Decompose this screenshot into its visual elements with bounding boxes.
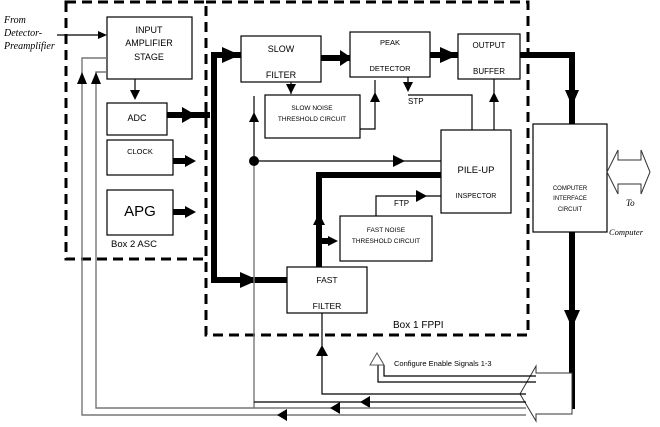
stp-line: [408, 94, 473, 130]
computer-interface-line1: COMPUTER: [553, 186, 588, 192]
arrow-icon: [489, 92, 499, 102]
input-source-line2: Detector-: [3, 28, 42, 39]
slow-noise-line1: SLOW NOISE: [291, 105, 333, 112]
enable-line-1: [321, 313, 526, 395]
apg-label: APG: [124, 203, 156, 220]
configure-line-a: [377, 365, 536, 383]
fast-to-pileup-bus: [316, 172, 441, 267]
slow-filter-line2: FILTER: [266, 70, 297, 80]
arrow-icon: [416, 190, 427, 202]
input-source-line3: Preamplifier: [3, 41, 55, 52]
arrow-icon: [403, 82, 413, 92]
slow-filter-line1: SLOW: [268, 44, 295, 54]
pile-up-inspector-box: [440, 129, 512, 214]
arrow-icon: [240, 272, 258, 288]
arrow-icon: [77, 72, 87, 84]
input-amplifier-line1: INPUT: [136, 25, 164, 35]
arrow-icon: [564, 310, 580, 328]
fast-noise-box: [339, 215, 433, 262]
arrow-icon: [328, 236, 338, 246]
input-amplifier-box: [106, 16, 193, 80]
apg-box: [106, 189, 174, 236]
pile-up-line2: INSPECTOR: [456, 193, 497, 200]
box2-boundary: [64, 0, 208, 261]
arrow-icon: [185, 206, 196, 218]
arrow-icon: [222, 47, 240, 63]
stp-label: STP: [408, 97, 424, 106]
arrow-icon: [393, 155, 405, 167]
input-amplifier-line3: STAGE: [134, 52, 164, 62]
arrow-icon: [286, 84, 296, 94]
arrow-icon: [316, 345, 328, 356]
box1-boundary: [204, 0, 530, 337]
enable-line-4: [81, 57, 526, 416]
slow-noise-box: [264, 94, 361, 139]
adc-box: [106, 102, 168, 136]
arrow-icon: [370, 92, 380, 102]
box1-label: Box 1 FPPI: [393, 320, 444, 331]
ftp-label: FTP: [394, 199, 409, 208]
arrow-icon: [182, 107, 196, 123]
enable-bus-arrow-icon: [519, 364, 573, 423]
slow-filter-box: [240, 35, 322, 83]
computer-interface-box: [532, 123, 608, 233]
input-amplifier-line2: AMPLIFIER: [125, 38, 173, 48]
noise-to-peak-line: [360, 80, 376, 130]
peak-detector-line2: DETECTOR: [369, 64, 411, 73]
fast-filter-line2: FILTER: [313, 301, 342, 311]
pile-up-line1: PILE-UP: [458, 165, 495, 176]
output-buffer-line2: BUFFER: [473, 67, 505, 76]
configure-arrow-icon: [369, 352, 385, 366]
arrow-icon: [440, 47, 458, 63]
arrow-icon: [340, 50, 352, 66]
box2-label: Box 2 ASC: [111, 239, 157, 250]
arrow-icon: [565, 90, 579, 106]
adc-label: ADC: [127, 113, 147, 123]
arrow-icon: [185, 155, 196, 167]
computer-interface-line3: CIRCUIT: [558, 207, 583, 213]
arrow-icon: [249, 112, 259, 122]
arrow-icon: [277, 409, 287, 421]
peak-detector-box: [349, 31, 431, 78]
arrow-icon: [360, 396, 370, 408]
clock-label: CLOCK: [127, 147, 153, 156]
junction-dot: [249, 156, 259, 166]
fast-noise-line1: FAST NOISE: [367, 227, 406, 234]
to-label: To: [626, 198, 635, 208]
output-buffer-line1: OUTPUT: [473, 41, 506, 50]
arrow-icon: [130, 90, 140, 100]
arrow-icon: [98, 31, 107, 39]
configure-label: Configure Enable Signals 1-3: [394, 359, 492, 368]
fast-filter-line1: FAST: [316, 275, 337, 285]
arrow-icon: [330, 402, 340, 414]
arrow-icon: [91, 72, 101, 84]
computer-interface-line2: INTERFACE: [553, 196, 587, 202]
peak-detector-line1: PEAK: [380, 38, 400, 47]
computer-label: Computer: [609, 227, 644, 237]
fast-noise-line2: THRESHOLD CIRCUIT: [352, 238, 420, 245]
bidirectional-arrow-icon: [606, 149, 651, 195]
clock-box: [106, 139, 174, 176]
input-source-line1: From: [3, 15, 26, 26]
fast-filter-box: [286, 266, 368, 314]
slow-noise-line2: THRESHOLD CIRCUIT: [278, 116, 346, 123]
arrow-icon: [313, 213, 325, 225]
configure-line-b: [383, 365, 536, 377]
enable-line-3: [95, 71, 526, 409]
